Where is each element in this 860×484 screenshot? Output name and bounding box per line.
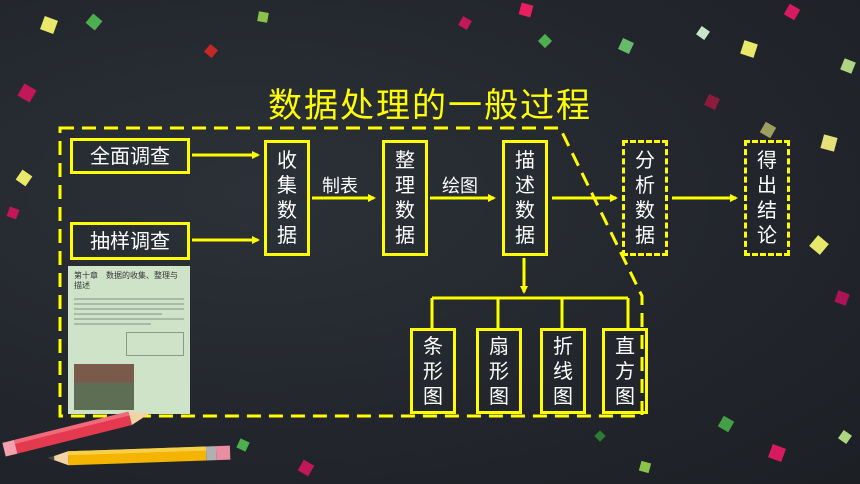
draw-edge-label: 绘图 xyxy=(442,176,478,197)
red-pencil xyxy=(2,411,150,457)
analyze-data-label: 分析数据 xyxy=(635,148,655,247)
sample-survey-label: 抽样调查 xyxy=(90,228,170,253)
analyze-data-box: 分析数据 xyxy=(622,140,668,256)
yellow-pencil xyxy=(48,445,231,466)
textbook-table-image xyxy=(126,332,184,356)
textbook-photo-image xyxy=(74,364,134,410)
textbook-page-thumbnail: 第十章 数据的收集、整理与描述 xyxy=(68,266,190,414)
histogram-label: 直方图 xyxy=(615,333,635,408)
pie-chart-box: 扇形图 xyxy=(476,328,522,414)
sample-survey-box: 抽样调查 xyxy=(70,222,190,260)
pie-chart-label: 扇形图 xyxy=(489,333,509,408)
full-survey-box: 全面调查 xyxy=(70,138,190,174)
diagram-title: 数据处理的一般过程 xyxy=(268,86,592,126)
describe-data-box: 描述数据 xyxy=(502,140,548,256)
tabulate-edge-label: 制表 xyxy=(322,176,358,197)
line-chart-label: 折线图 xyxy=(553,333,573,408)
dashed-region-outline xyxy=(58,126,644,418)
describe-data-label: 描述数据 xyxy=(515,148,535,247)
collect-data-box: 收集数据 xyxy=(264,140,310,256)
bar-chart-label: 条形图 xyxy=(423,333,443,408)
conclude-label: 得出结论 xyxy=(757,148,777,247)
conclude-box: 得出结论 xyxy=(744,140,790,256)
organize-data-box: 整理数据 xyxy=(382,140,428,256)
textbook-chapter-heading: 第十章 数据的收集、整理与描述 xyxy=(74,271,178,291)
line-chart-box: 折线图 xyxy=(540,328,586,414)
collect-data-label: 收集数据 xyxy=(277,148,297,247)
full-survey-label: 全面调查 xyxy=(90,143,170,168)
histogram-box: 直方图 xyxy=(602,328,648,414)
bar-chart-box: 条形图 xyxy=(410,328,456,414)
organize-data-label: 整理数据 xyxy=(395,148,415,247)
